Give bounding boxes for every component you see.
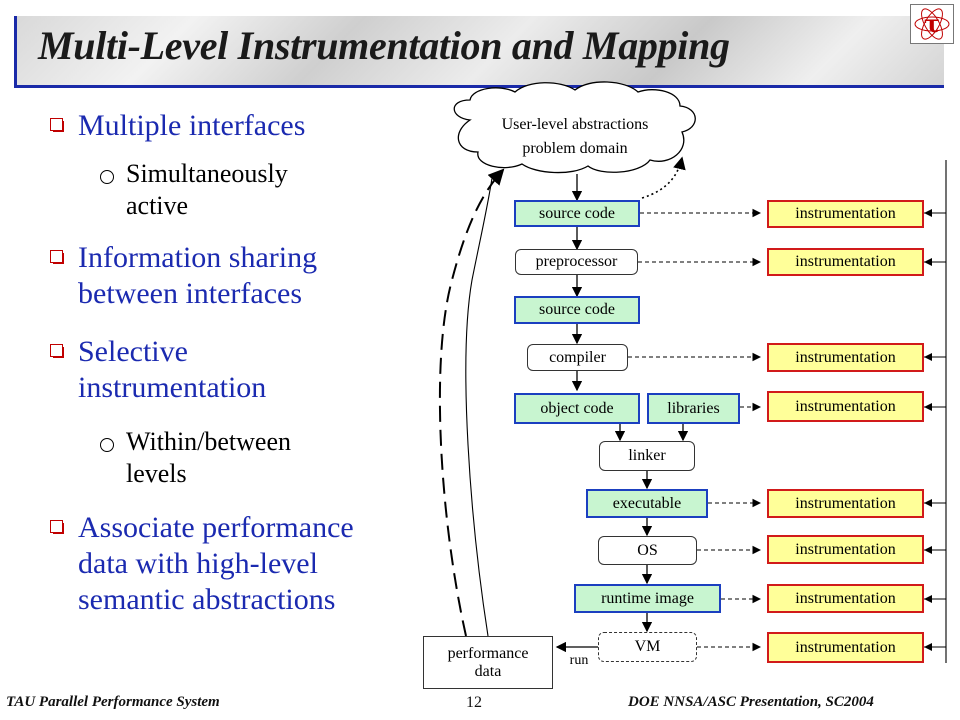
run-label: run bbox=[569, 653, 589, 668]
cloud-label-line2: problem domain bbox=[522, 140, 628, 157]
instrumentation-box-4: instrumentation bbox=[767, 391, 924, 422]
runtime-image-node: runtime image bbox=[574, 584, 721, 613]
footer-right: DOE NNSA/ASC Presentation, SC2004 bbox=[628, 694, 874, 710]
cloud-label-line1: User-level abstractions bbox=[501, 116, 649, 133]
instrumentation-box-8: instrumentation bbox=[767, 632, 924, 663]
instrumentation-box-6: instrumentation bbox=[767, 535, 924, 564]
bullet-1: Multiple interfaces bbox=[78, 109, 306, 142]
bullet-marker bbox=[50, 344, 64, 358]
bullet-list: Multiple interfaces Simultaneously activ… bbox=[0, 0, 420, 640]
footer-left: TAU Parallel Performance System bbox=[6, 694, 220, 710]
sub-bullet-marker bbox=[100, 170, 114, 184]
bullet-marker bbox=[50, 118, 64, 132]
instrumentation-box-3: instrumentation bbox=[767, 343, 924, 372]
object-code-node: object code bbox=[514, 393, 640, 424]
cloud-shape bbox=[453, 81, 696, 174]
svg-text:τ: τ bbox=[924, 9, 940, 38]
os-node: OS bbox=[598, 536, 697, 565]
performance-data-node: performance data bbox=[423, 636, 553, 689]
source-code-node: source code bbox=[514, 200, 640, 227]
instrumentation-box-5: instrumentation bbox=[767, 489, 924, 518]
instrumentation-box-7: instrumentation bbox=[767, 584, 924, 613]
source-code-node-2: source code bbox=[514, 296, 640, 324]
executable-node: executable bbox=[586, 489, 708, 518]
bullet-2: Information sharing between interfaces bbox=[78, 241, 318, 310]
performance-label-line2: data bbox=[474, 662, 502, 680]
bullet-4: Associate performance data with high-lev… bbox=[78, 511, 354, 616]
libraries-node: libraries bbox=[647, 393, 740, 424]
instrumentation-box-2: instrumentation bbox=[767, 248, 924, 276]
sub-bullet-marker bbox=[100, 438, 114, 452]
sub-bullet-1: Simultaneously active bbox=[126, 159, 288, 220]
bullet-marker bbox=[50, 250, 64, 264]
page-number: 12 bbox=[466, 694, 482, 711]
sub-bullet-2: Within/between levels bbox=[126, 427, 292, 488]
bullet-marker bbox=[50, 520, 64, 534]
bullet-3: Selective instrumentation bbox=[78, 335, 267, 404]
performance-label-line1: performance bbox=[447, 644, 529, 662]
title-bar bbox=[14, 16, 944, 88]
preprocessor-node: preprocessor bbox=[515, 249, 638, 275]
instrumentation-box-1: instrumentation bbox=[767, 200, 924, 228]
tau-logo: τ bbox=[910, 4, 954, 44]
page-title: Multi-Level Instrumentation and Mapping bbox=[38, 23, 730, 68]
compiler-node: compiler bbox=[527, 344, 628, 371]
linker-node: linker bbox=[599, 441, 695, 471]
vm-node: VM bbox=[598, 632, 697, 662]
